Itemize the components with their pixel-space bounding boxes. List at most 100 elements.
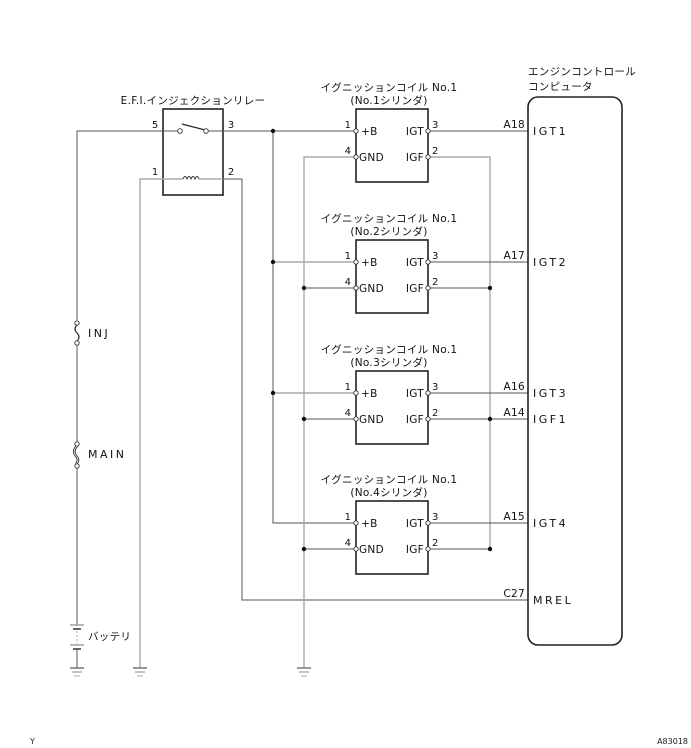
coil-box bbox=[355, 108, 429, 183]
ecu-connector-label: C27 bbox=[503, 588, 525, 600]
ecu-signal-label: MREL bbox=[533, 594, 573, 607]
junction-dot bbox=[487, 546, 493, 552]
ecu-title-line2: コンピュータ bbox=[528, 81, 593, 93]
coil-pin-igf: 2 bbox=[432, 408, 438, 419]
footer-figure-id: A83018 bbox=[657, 737, 688, 746]
relay-title: E.F.I.インジェクションリレー bbox=[121, 95, 266, 107]
relay-pin-2: 2 bbox=[228, 167, 234, 178]
terminal-icon bbox=[425, 154, 431, 160]
wire-relay5-to-inj bbox=[76, 130, 163, 320]
relay-pin-1: 1 bbox=[152, 167, 158, 178]
terminal-icon bbox=[425, 128, 431, 134]
coil-pin-igt: 3 bbox=[432, 120, 438, 131]
ecu-signal-label: IGF1 bbox=[533, 413, 568, 426]
terminal-icon bbox=[353, 128, 359, 134]
junction-dot bbox=[301, 416, 307, 422]
ground-icon bbox=[70, 667, 84, 677]
coil-label-igf: IGF bbox=[406, 544, 424, 556]
ecu-box bbox=[527, 96, 623, 646]
coil-subtitle: (No.4シリンダ) bbox=[350, 486, 427, 499]
grounds bbox=[70, 667, 311, 677]
coil-label-igt: IGT bbox=[406, 126, 424, 138]
coil-pin-b: 1 bbox=[345, 251, 351, 262]
wire-b-bus bbox=[272, 131, 356, 524]
coil-title: イグニッションコイル No.1 bbox=[321, 473, 458, 486]
terminal-icon bbox=[425, 390, 431, 396]
ecu-connector-label: A18 bbox=[504, 119, 525, 131]
terminal-icon bbox=[353, 546, 359, 552]
coil-label-b: +B bbox=[361, 518, 378, 530]
wire-relay2-mrel bbox=[223, 178, 528, 601]
junction-dot bbox=[487, 416, 493, 422]
coil-label-b: +B bbox=[361, 126, 378, 138]
coil-box bbox=[355, 370, 429, 445]
junctions bbox=[270, 128, 493, 552]
junction-dot bbox=[301, 285, 307, 291]
coil-pin-igt: 3 bbox=[432, 512, 438, 523]
ecu-connector-label: A14 bbox=[504, 407, 525, 419]
coil-title: イグニッションコイル No.1 bbox=[321, 81, 458, 94]
fuse-inj: INJ bbox=[74, 320, 108, 346]
coil-label-gnd: GND bbox=[359, 414, 384, 426]
battery-icon bbox=[70, 624, 84, 650]
footer-left-code: Y bbox=[29, 737, 35, 746]
coil-pin-gnd: 4 bbox=[345, 538, 351, 549]
battery-label: バッテリ bbox=[88, 631, 131, 643]
ecu-signal-label: IGT4 bbox=[533, 517, 568, 530]
wire-relay1-ground bbox=[139, 178, 163, 668]
junction-dot bbox=[270, 128, 276, 134]
relay-pin-5: 5 bbox=[152, 120, 158, 131]
coil-subtitle: (No.3シリンダ) bbox=[350, 356, 427, 369]
coil-pin-b: 1 bbox=[345, 512, 351, 523]
ignition-coils: イグニッションコイル No.1(No.1シリンダ)1432+BGNDIGTIGF… bbox=[321, 81, 458, 575]
coil-pin-igf: 2 bbox=[432, 277, 438, 288]
coil-box bbox=[355, 500, 429, 575]
coil-title: イグニッションコイル No.1 bbox=[321, 343, 458, 356]
terminal-icon bbox=[353, 285, 359, 291]
wire-gnd-bus bbox=[303, 156, 356, 668]
ecu-signal-label: IGT2 bbox=[533, 256, 568, 269]
coil-pin-b: 1 bbox=[345, 382, 351, 393]
coil-pin-igf: 2 bbox=[432, 538, 438, 549]
ecu-connector-label: A15 bbox=[504, 511, 525, 523]
ground-icon bbox=[297, 667, 311, 677]
terminal-icon bbox=[353, 416, 359, 422]
terminal-icon bbox=[425, 546, 431, 552]
battery: バッテリ bbox=[70, 624, 131, 650]
terminal-icon bbox=[353, 259, 359, 265]
junction-dot bbox=[487, 285, 493, 291]
fuse-main: MAIN bbox=[73, 441, 127, 469]
coil-pin-b: 1 bbox=[345, 120, 351, 131]
terminal-icon bbox=[353, 390, 359, 396]
relay-box bbox=[162, 108, 224, 196]
ecu-signal-label: IGT3 bbox=[533, 387, 568, 400]
coil-label-b: +B bbox=[361, 388, 378, 400]
relay-coil-icon bbox=[163, 176, 223, 181]
fuse-main-label: MAIN bbox=[88, 448, 127, 461]
junction-dot bbox=[301, 546, 307, 552]
efi-injection-relay: E.F.I.インジェクションリレー 5 3 1 2 bbox=[121, 95, 266, 196]
coil-label-igt: IGT bbox=[406, 257, 424, 269]
coil-label-gnd: GND bbox=[359, 283, 384, 295]
relay-switch-icon bbox=[163, 123, 223, 134]
coil-pin-gnd: 4 bbox=[345, 146, 351, 157]
coil-label-igf: IGF bbox=[406, 283, 424, 295]
ecu-connector-label: A16 bbox=[504, 381, 525, 393]
wires bbox=[76, 130, 528, 668]
coil-subtitle: (No.1シリンダ) bbox=[350, 94, 427, 107]
coil-subtitle: (No.2シリンダ) bbox=[350, 225, 427, 238]
terminal-icon bbox=[353, 154, 359, 160]
junction-dot bbox=[270, 259, 276, 265]
coil-label-b: +B bbox=[361, 257, 378, 269]
